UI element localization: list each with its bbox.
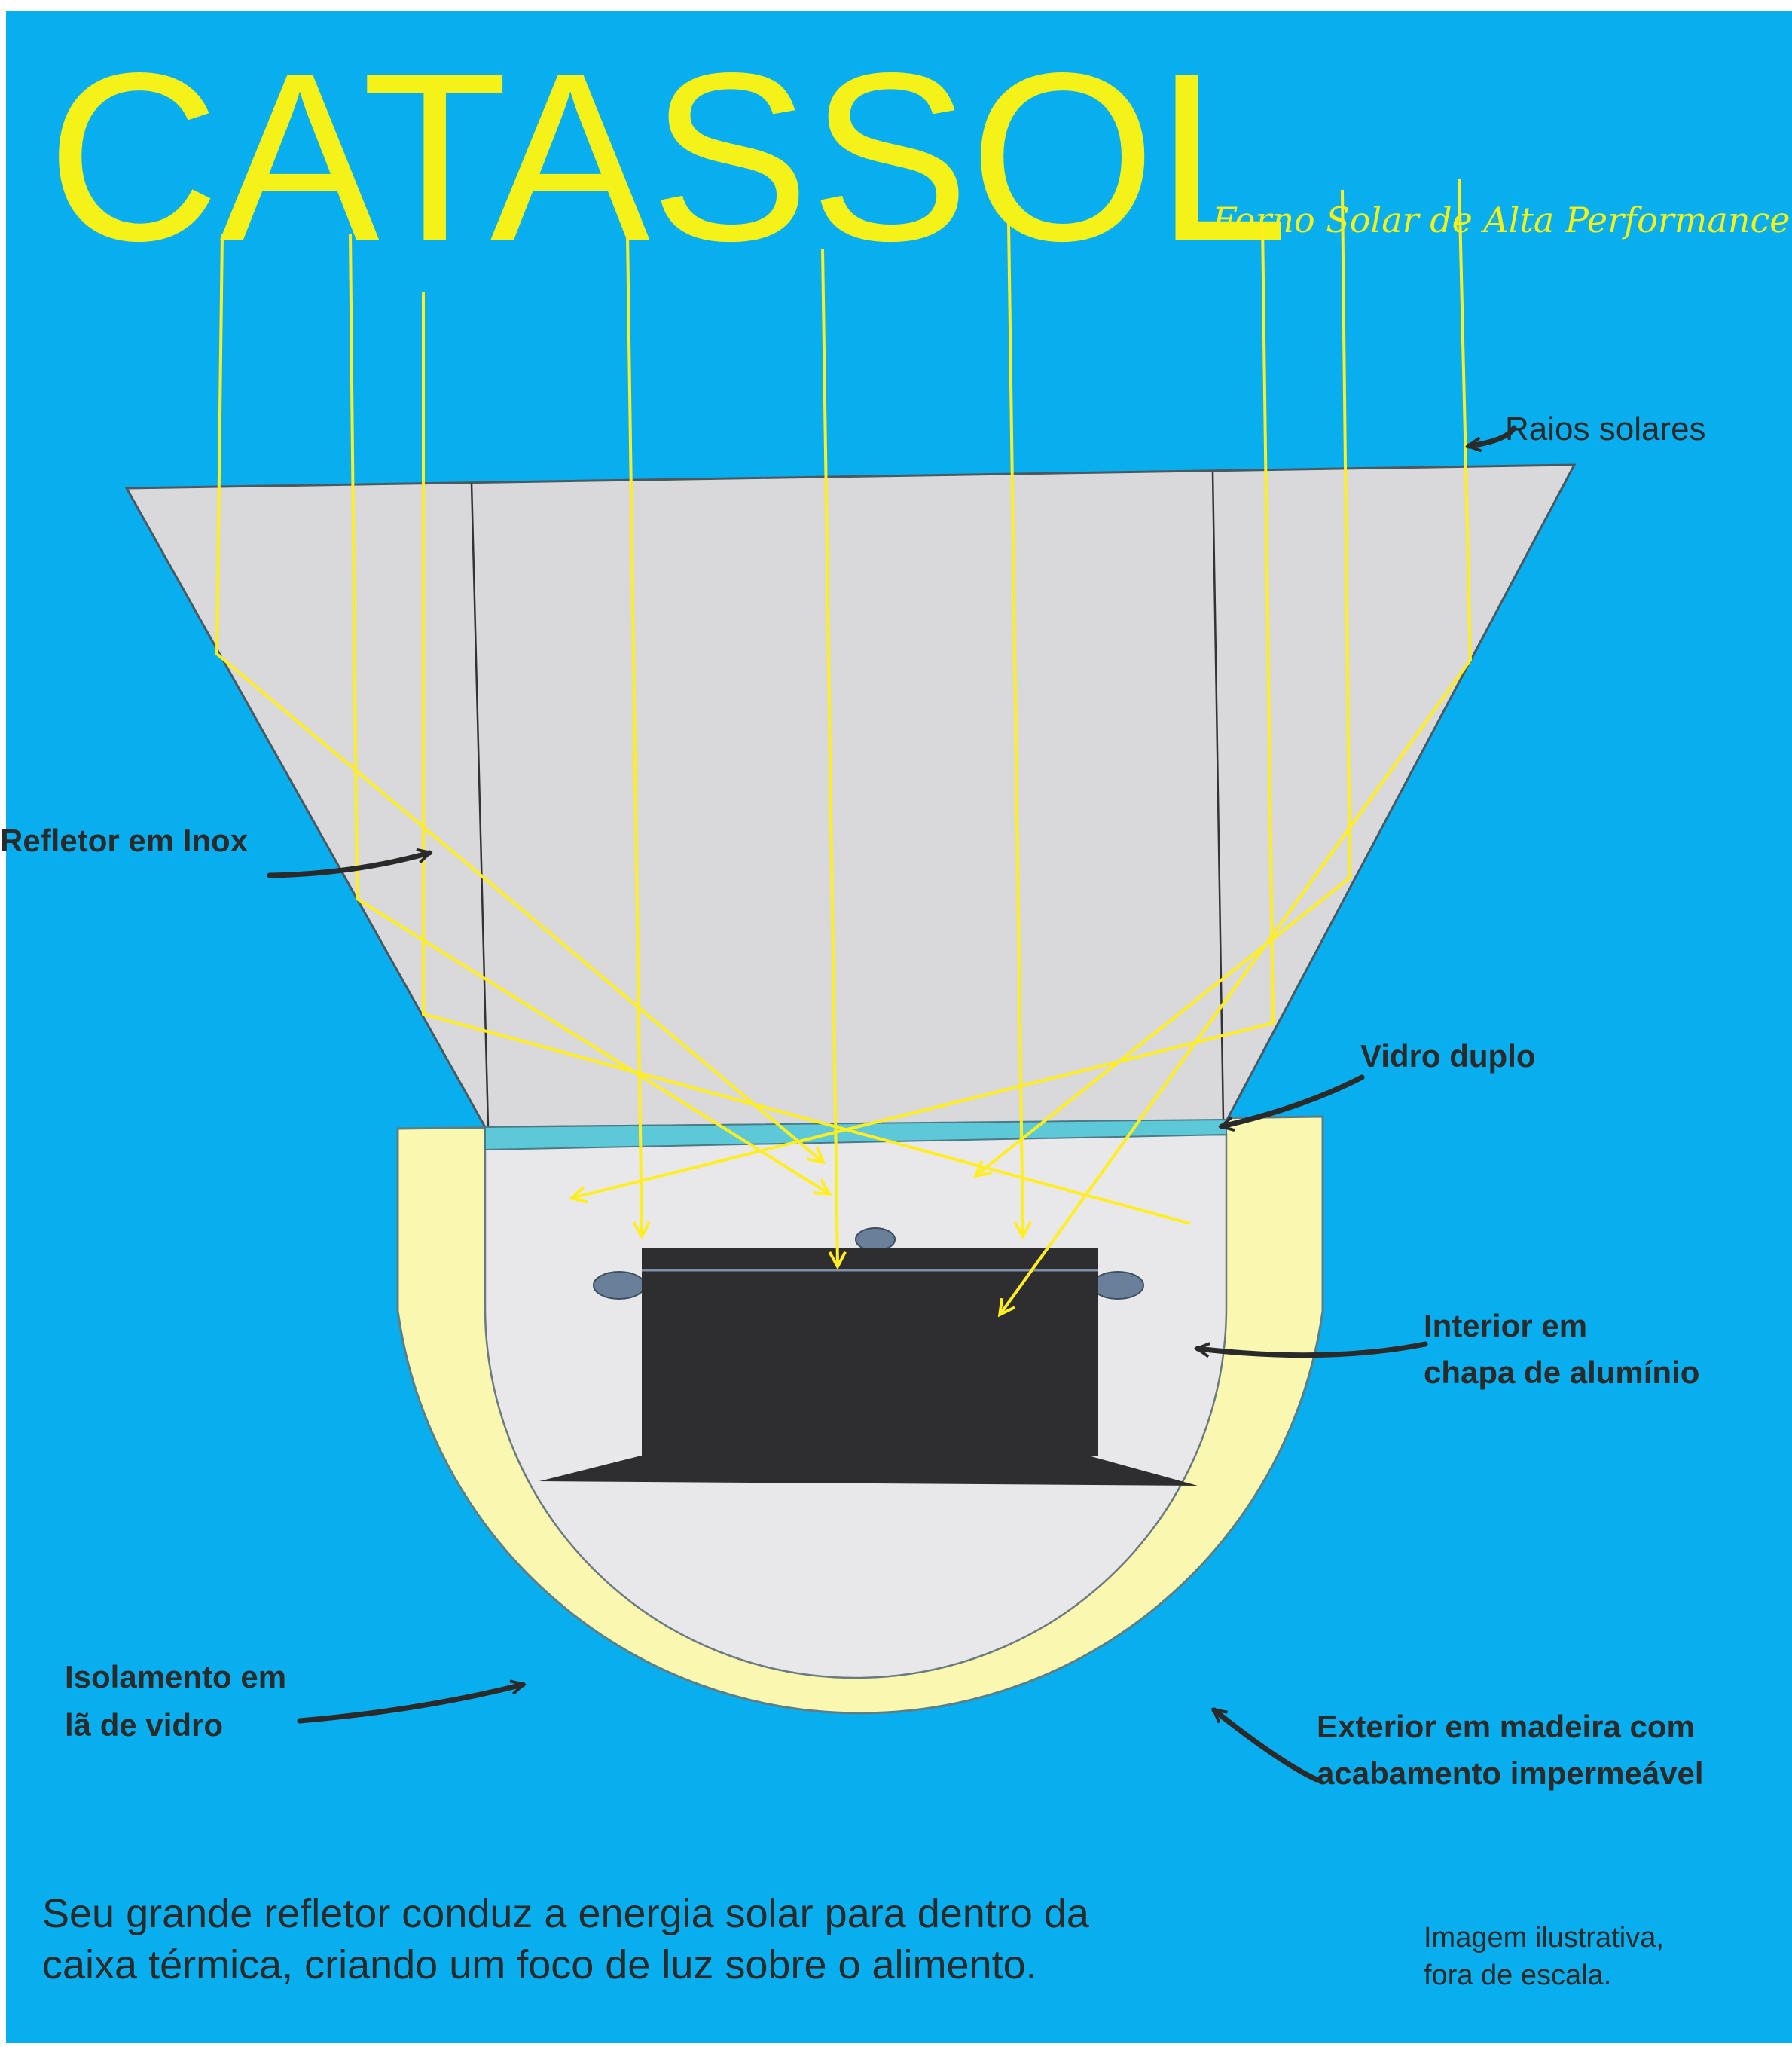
double-glass [484,1118,1227,1151]
arrow-interior [1198,1341,1428,1358]
pot-handle-right [1091,1271,1144,1300]
ray-2 [349,233,829,1193]
reflector-seam-right [1211,471,1225,1122]
description-line2: caixa térmica, criando um foco de luz so… [42,1942,1037,1987]
ray-9 [1000,179,1473,1314]
label-glass: Vidro duplo [1360,1038,1536,1074]
ray-5 [821,248,838,1266]
reflector-seam-left [470,482,490,1128]
title: CATASSOL [47,23,1289,291]
label-exterior-line2: acabamento impermeável [1317,1755,1704,1791]
arrow-insulation [297,1685,523,1724]
ray-8 [976,189,1352,1175]
description-line1: Seu grande refletor conduz a energia sol… [42,1891,1090,1936]
arrow-glass [1222,1074,1365,1126]
label-sun-rays: Raios solares [1505,411,1706,448]
label-insulation-line2: lã de vidro [65,1707,223,1743]
label-interior-line2: chapa de alumínio [1424,1355,1699,1390]
pot-base [539,1397,1198,1486]
ray-3 [422,292,1191,1225]
arrow-exterior [1214,1707,1320,1783]
label-interior-line1: Interior em [1424,1308,1587,1343]
label-insulation-line1: Isolamento em [65,1659,286,1694]
pot-lid-knob [855,1227,896,1251]
ray-1 [215,233,823,1162]
label-exterior-line1: Exterior em madeira com [1317,1709,1695,1744]
pot-handle-left [593,1271,646,1300]
arrow-sun-rays [1469,425,1517,446]
ray-4 [626,233,642,1236]
subtitle: , Forno Solar de Alta Performance [1190,200,1790,240]
label-arrows [267,425,1517,1783]
arrow-reflector [267,853,429,878]
note-line2: fora de escala. [1424,1960,1611,1991]
note-line1: Imagem ilustrativa, [1424,1922,1664,1954]
label-reflector: Refletor em Inox [0,823,249,858]
ray-6 [1007,222,1023,1236]
sun-rays [215,179,1473,1314]
ray-7 [572,222,1275,1198]
